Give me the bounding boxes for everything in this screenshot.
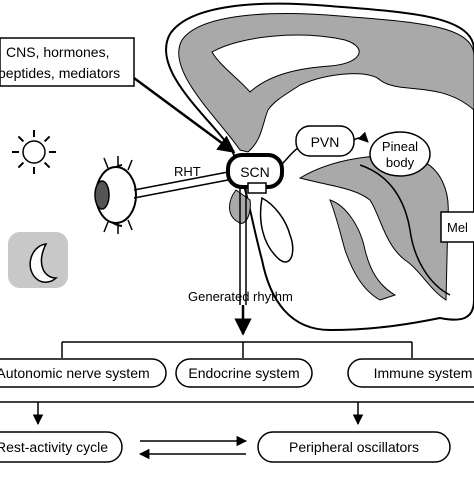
pvn-to-pineal bbox=[353, 131, 369, 143]
inputs-box-line1: CNS, hormones, bbox=[6, 44, 109, 60]
moon-icon bbox=[8, 232, 68, 288]
melatonin-label: Mel bbox=[447, 220, 468, 235]
output-autonomic-box bbox=[0, 358, 167, 388]
melatonin-box bbox=[440, 211, 474, 243]
output-immune-label: Immune system bbox=[374, 365, 473, 381]
inputs-box-line2: peptides, mediators bbox=[0, 65, 120, 81]
inputs-box bbox=[0, 37, 135, 87]
eye-icon bbox=[94, 156, 137, 234]
output-endocrine-label: Endocrine system bbox=[188, 365, 299, 381]
brain-white-cut bbox=[211, 34, 360, 93]
rht-label: RHT bbox=[174, 164, 201, 179]
brain-lobe-left bbox=[259, 196, 294, 263]
pineal-label-line1: Pineal bbox=[382, 139, 418, 154]
pineal-label-line2: body bbox=[386, 155, 415, 170]
inputs-arrow bbox=[133, 76, 236, 154]
brain-stem-curve bbox=[359, 164, 451, 296]
rht-tract-b bbox=[133, 179, 229, 199]
brain-gray-lower bbox=[329, 199, 397, 301]
scn-label: SCN bbox=[240, 164, 270, 180]
scn-to-pvn bbox=[281, 147, 299, 165]
pineal-node bbox=[369, 131, 431, 177]
generated-rhythm-label: Generated rhythm bbox=[188, 289, 293, 304]
rest-activity-box bbox=[0, 431, 123, 463]
rht-tract-a bbox=[133, 171, 229, 191]
output-endocrine-box bbox=[175, 358, 313, 388]
peripheral-oscillators-label: Peripheral oscillators bbox=[289, 439, 419, 455]
rest-activity-label: Rest-activity cycle bbox=[0, 439, 108, 455]
output-immune-box bbox=[347, 358, 474, 388]
sun-icon bbox=[12, 130, 56, 174]
output-autonomic-label: Autonomic nerve system bbox=[0, 365, 150, 381]
peripheral-oscillators-box bbox=[257, 431, 451, 463]
scn-sub-box bbox=[247, 182, 267, 194]
pvn-node bbox=[295, 125, 355, 157]
pvn-label: PVN bbox=[311, 134, 340, 150]
